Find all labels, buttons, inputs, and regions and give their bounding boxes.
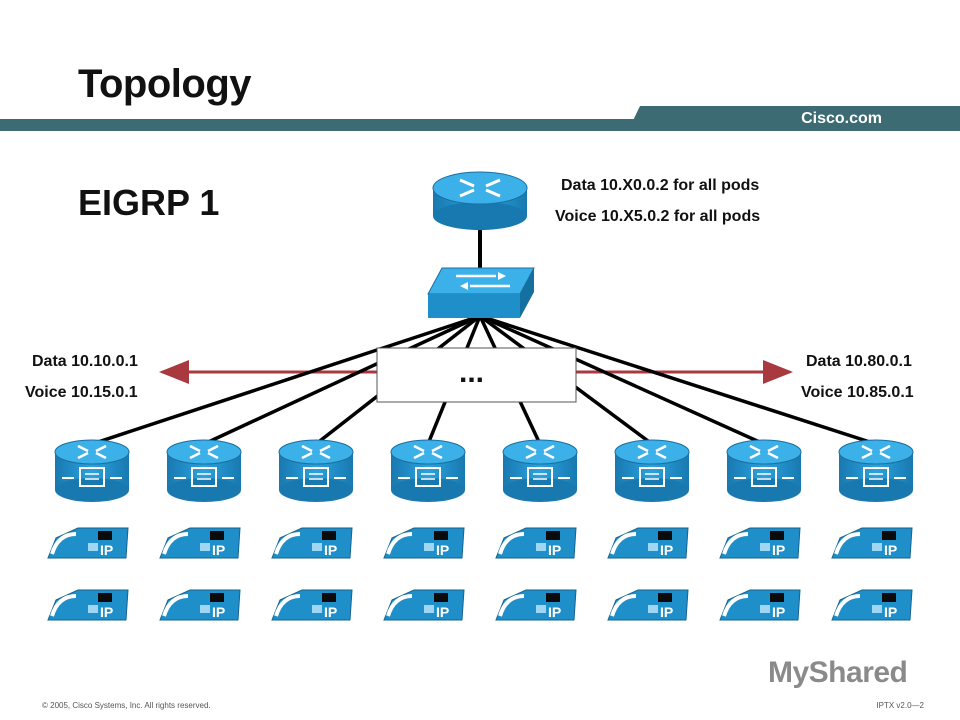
pod: IP IP <box>495 439 578 621</box>
ip-label: IP <box>436 604 449 620</box>
ip-phone-icon: IP <box>47 527 129 559</box>
voice-router-icon <box>54 439 130 502</box>
ip-phone-icon: IP <box>383 589 465 621</box>
ip-label: IP <box>772 604 785 620</box>
pod: IP IP <box>271 439 354 621</box>
voice-router-icon <box>278 439 354 502</box>
ip-label: IP <box>884 542 897 558</box>
ip-label: IP <box>884 604 897 620</box>
left-data-label: Data 10.10.0.1 <box>32 353 138 370</box>
footer-page: IPTX v2.0—2 <box>876 701 924 710</box>
eigrp-heading: EIGRP 1 <box>78 182 220 223</box>
ip-label: IP <box>100 542 113 558</box>
watermark-logo: MyShared <box>768 656 908 689</box>
uplink-line <box>479 314 877 446</box>
ip-label: IP <box>660 604 673 620</box>
voice-router-icon <box>726 439 802 502</box>
ellipsis-text: ... <box>459 356 485 389</box>
ip-phone-icon: IP <box>159 527 241 559</box>
uplink-line <box>203 314 481 446</box>
ip-phone-icon: IP <box>495 589 577 621</box>
uplink-line <box>479 314 765 446</box>
pod: IP IP <box>607 439 690 621</box>
ip-phone-icon: IP <box>47 589 129 621</box>
ip-phone-icon: IP <box>607 527 689 559</box>
ip-phone-icon: IP <box>271 589 353 621</box>
ip-label: IP <box>100 604 113 620</box>
ip-label: IP <box>548 542 561 558</box>
ip-label: IP <box>324 542 337 558</box>
pod: IP IP <box>831 439 914 621</box>
right-voice-label: Voice 10.85.0.1 <box>801 384 914 401</box>
ip-phone-icon: IP <box>383 527 465 559</box>
right-data-label: Data 10.80.0.1 <box>806 353 912 370</box>
voice-router-icon <box>390 439 466 502</box>
pod: IP IP <box>719 439 802 621</box>
distribution-switch-icon <box>427 267 535 318</box>
ip-phone-icon: IP <box>719 589 801 621</box>
voice-router-icon <box>838 439 914 502</box>
voice-router-icon <box>614 439 690 502</box>
pods: IP IP IP IP IP IP IP IP IP IP IP IP IP IP IP IP <box>47 439 914 621</box>
ip-label: IP <box>436 542 449 558</box>
ip-label: IP <box>548 604 561 620</box>
ip-phone-icon: IP <box>719 527 801 559</box>
ip-phone-icon: IP <box>495 527 577 559</box>
page-title: Topology <box>78 62 252 106</box>
ip-phone-icon: IP <box>271 527 353 559</box>
left-voice-label: Voice 10.15.0.1 <box>25 384 138 401</box>
ip-label: IP <box>212 604 225 620</box>
ip-phone-icon: IP <box>607 589 689 621</box>
brand-label: Cisco.com <box>801 110 882 127</box>
ip-label: IP <box>772 542 785 558</box>
pod: IP IP <box>159 439 242 621</box>
uplink-line <box>91 314 481 446</box>
pod: IP IP <box>47 439 130 621</box>
ip-label: IP <box>212 542 225 558</box>
top-voice-label: Voice 10.X5.0.2 for all pods <box>555 208 761 225</box>
pod: IP IP <box>383 439 466 621</box>
footer-copyright: © 2005, Cisco Systems, Inc. All rights r… <box>42 701 211 710</box>
core-router-icon <box>432 171 528 230</box>
ip-phone-icon: IP <box>831 527 913 559</box>
header-band <box>0 106 960 131</box>
ip-label: IP <box>660 542 673 558</box>
ellipsis-box <box>376 347 577 403</box>
ip-phone-icon: IP <box>831 589 913 621</box>
ip-label: IP <box>324 604 337 620</box>
ip-phone-icon: IP <box>159 589 241 621</box>
top-data-label: Data 10.X0.0.2 for all pods <box>561 177 760 194</box>
voice-router-icon <box>502 439 578 502</box>
voice-router-icon <box>166 439 242 502</box>
